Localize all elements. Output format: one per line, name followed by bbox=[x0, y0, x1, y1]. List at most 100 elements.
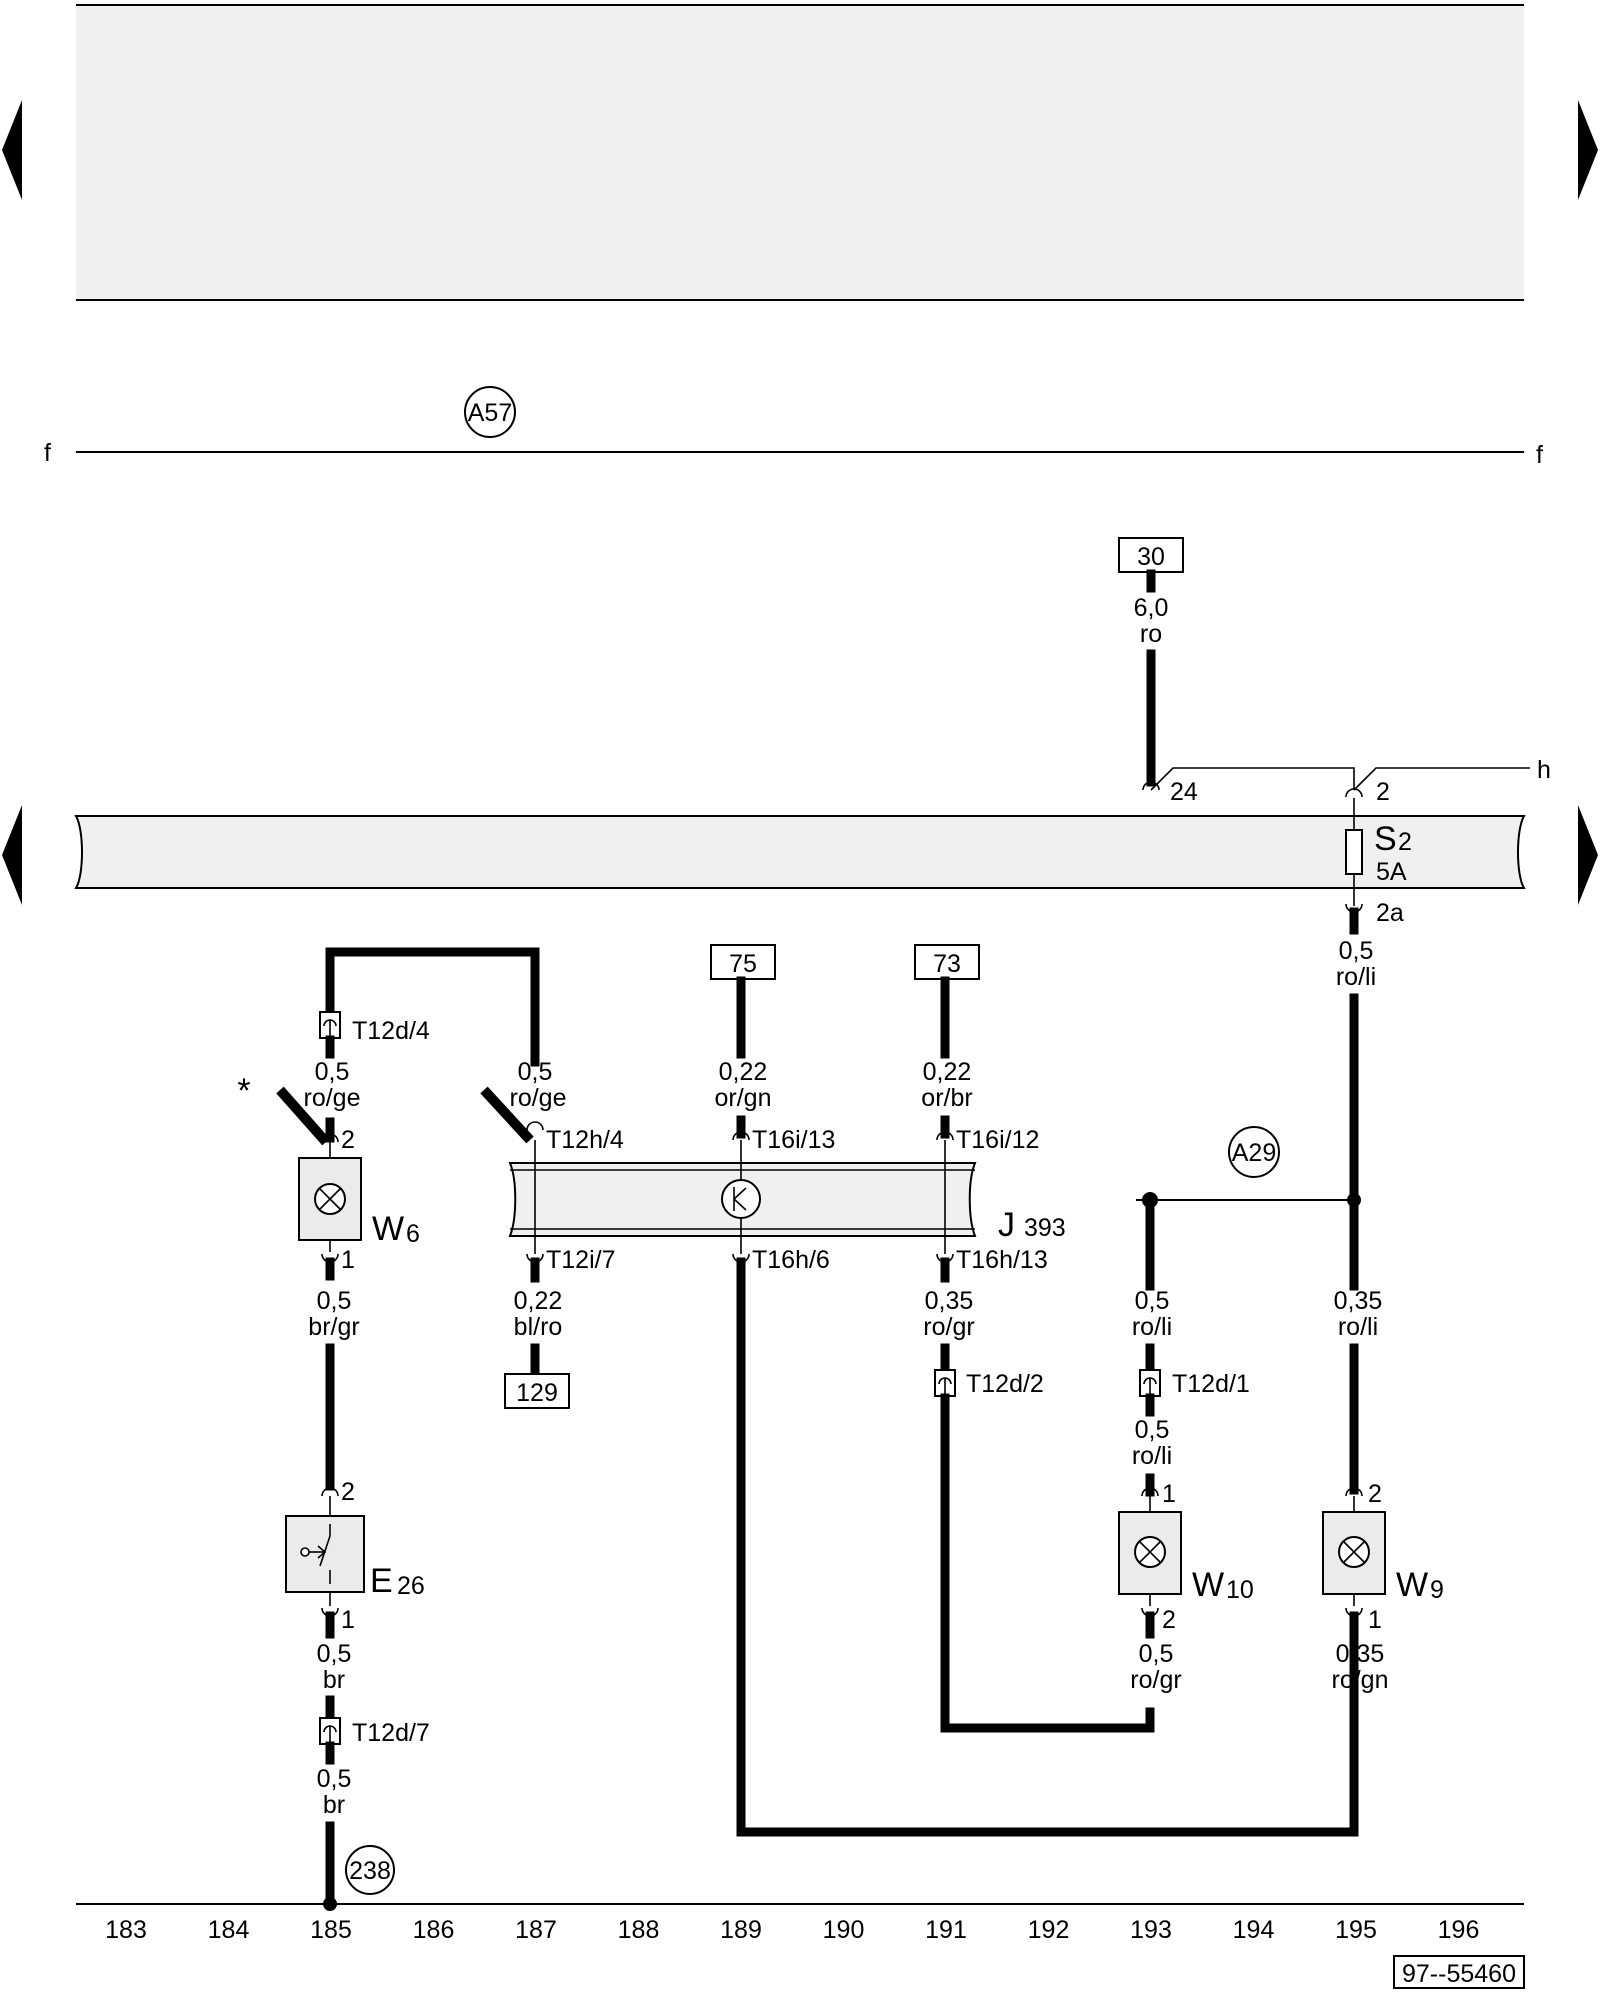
fuse-pin-2a: 2a bbox=[1376, 899, 1404, 927]
w6-name: W bbox=[372, 1210, 404, 1248]
terminal-129-box bbox=[504, 1373, 570, 1409]
wire-s2-color: ro/li bbox=[1336, 963, 1376, 991]
connector-t12d4: T12d/4 bbox=[352, 1017, 430, 1045]
e26-name: E bbox=[370, 1562, 393, 1600]
pin-24-mark bbox=[1142, 781, 1160, 791]
star-mark: * bbox=[237, 1072, 250, 1110]
wire-129-size: 0,22 bbox=[514, 1287, 563, 1315]
column-number: 196 bbox=[1438, 1916, 1480, 1944]
j393-name: J bbox=[998, 1206, 1015, 1244]
wire-t16h13-size: 0,35 bbox=[925, 1287, 974, 1315]
column-number: 183 bbox=[105, 1916, 147, 1944]
wire-73-color: or/br bbox=[921, 1084, 972, 1112]
wire-75-color: or/gn bbox=[715, 1084, 772, 1112]
wire-w10-out-color: ro/gr bbox=[1130, 1666, 1181, 1694]
next-page-arrow-middle[interactable] bbox=[1578, 805, 1598, 905]
wire-w6-in-size: 0,5 bbox=[315, 1058, 350, 1086]
column-number: 184 bbox=[208, 1916, 250, 1944]
column-number: 195 bbox=[1335, 1916, 1377, 1944]
wire-73-size: 0,22 bbox=[923, 1058, 972, 1086]
wire-w10-out-size: 0,5 bbox=[1139, 1640, 1174, 1668]
connector-t12d7: T12d/7 bbox=[352, 1719, 430, 1747]
h-label: h bbox=[1537, 756, 1551, 784]
ground-238-circle bbox=[345, 1845, 395, 1895]
internal-link-24-2 bbox=[1150, 767, 1355, 791]
w10-name: W bbox=[1192, 1566, 1224, 1604]
wire-w9-out-size: 0,35 bbox=[1336, 1640, 1385, 1668]
w6-pin-1: 1 bbox=[341, 1246, 355, 1274]
column-number: 185 bbox=[310, 1916, 352, 1944]
terminal-73-box bbox=[914, 944, 980, 980]
terminal-73-label: 73 bbox=[933, 950, 961, 978]
junction-w9 bbox=[1347, 1193, 1361, 1207]
column-number: 188 bbox=[618, 1916, 660, 1944]
column-number: 193 bbox=[1130, 1916, 1172, 1944]
w9-number: 9 bbox=[1430, 1576, 1444, 1604]
pin-2-mark bbox=[1345, 788, 1363, 798]
wire-gnd-size: 0,5 bbox=[317, 1765, 352, 1793]
wire-t16h6-w9 bbox=[736, 1257, 1359, 1837]
connector-t12i7: T12i/7 bbox=[546, 1246, 615, 1274]
column-number: 190 bbox=[823, 1916, 865, 1944]
j393-transistor-symbol bbox=[721, 1179, 761, 1219]
column-number: 189 bbox=[720, 1916, 762, 1944]
wire-s2-size: 0,5 bbox=[1339, 937, 1374, 965]
terminal-30-label: 30 bbox=[1137, 543, 1165, 571]
column-number: 187 bbox=[515, 1916, 557, 1944]
wire-t16h13-color: ro/gr bbox=[923, 1313, 974, 1341]
w6-pin-2: 2 bbox=[341, 1126, 355, 1154]
a57-label: A57 bbox=[468, 399, 512, 427]
a29-label: A29 bbox=[1232, 1139, 1276, 1167]
a57-circle bbox=[464, 386, 516, 438]
wire-w10-in-size: 0,5 bbox=[1135, 1287, 1170, 1315]
connector-t12h4: T12h/4 bbox=[546, 1126, 624, 1154]
wire-e26-out-size: 0,5 bbox=[317, 1640, 352, 1668]
wire-30-size: 6,0 bbox=[1134, 594, 1169, 622]
w9-pin-1: 1 bbox=[1368, 1606, 1382, 1634]
wire-w10-in-color: ro/li bbox=[1132, 1313, 1172, 1341]
a29-circle bbox=[1228, 1126, 1280, 1178]
wire-w9-in-size: 0,35 bbox=[1334, 1287, 1383, 1315]
lamp-w6 bbox=[298, 1157, 362, 1241]
fuse-pin-24: 24 bbox=[1170, 778, 1198, 806]
e26-number: 26 bbox=[397, 1572, 425, 1600]
connector-t16i13: T16i/13 bbox=[752, 1126, 835, 1154]
f-left-label: f bbox=[44, 439, 51, 467]
column-number: 186 bbox=[413, 1916, 455, 1944]
reference-box bbox=[1393, 1955, 1525, 1989]
j393-number: 393 bbox=[1024, 1214, 1066, 1242]
w6-number: 6 bbox=[406, 1220, 420, 1248]
w10-number: 10 bbox=[1226, 1576, 1254, 1604]
terminal-75-label: 75 bbox=[729, 950, 757, 978]
w9-pin-2: 2 bbox=[1368, 1480, 1382, 1508]
terminal-129-label: 129 bbox=[516, 1379, 558, 1407]
column-number: 194 bbox=[1233, 1916, 1275, 1944]
w10-pin-1: 1 bbox=[1162, 1480, 1176, 1508]
connector-t16i12: T16i/12 bbox=[956, 1126, 1039, 1154]
fuse-rating: 5A bbox=[1376, 858, 1407, 886]
wire-w10-in2-color: ro/li bbox=[1132, 1442, 1172, 1470]
switch-e26 bbox=[285, 1515, 365, 1593]
wire-t12h4-size: 0,5 bbox=[518, 1058, 553, 1086]
wire-75-size: 0,22 bbox=[719, 1058, 768, 1086]
column-numbers: 183 184 185 186 187 188 189 190 191 192 193 194 195 1… bbox=[105, 1916, 1479, 1944]
w10-pin-2: 2 bbox=[1162, 1606, 1176, 1634]
column-number: 192 bbox=[1028, 1916, 1070, 1944]
wire-129-color: bl/ro bbox=[514, 1313, 563, 1341]
wire-w9-out-color: ro/gn bbox=[1332, 1666, 1389, 1694]
fuse-s2-symbol bbox=[1345, 829, 1363, 875]
wire-w6-out-color: br/gr bbox=[308, 1313, 359, 1341]
connector-t16h13: T16h/13 bbox=[956, 1246, 1048, 1274]
wire-w9-in-color: ro/li bbox=[1338, 1313, 1378, 1341]
fuse-name: S bbox=[1374, 820, 1397, 858]
prev-page-arrow-top[interactable] bbox=[2, 100, 22, 200]
column-number: 191 bbox=[925, 1916, 967, 1944]
e26-pin-2: 2 bbox=[341, 1478, 355, 1506]
prev-page-arrow-middle[interactable] bbox=[2, 805, 22, 905]
w9-name: W bbox=[1396, 1566, 1428, 1604]
h-link bbox=[1353, 767, 1530, 791]
wire-e26-out-color: br bbox=[323, 1666, 345, 1694]
top-panel bbox=[76, 6, 1524, 300]
next-page-arrow-top[interactable] bbox=[1578, 100, 1598, 200]
